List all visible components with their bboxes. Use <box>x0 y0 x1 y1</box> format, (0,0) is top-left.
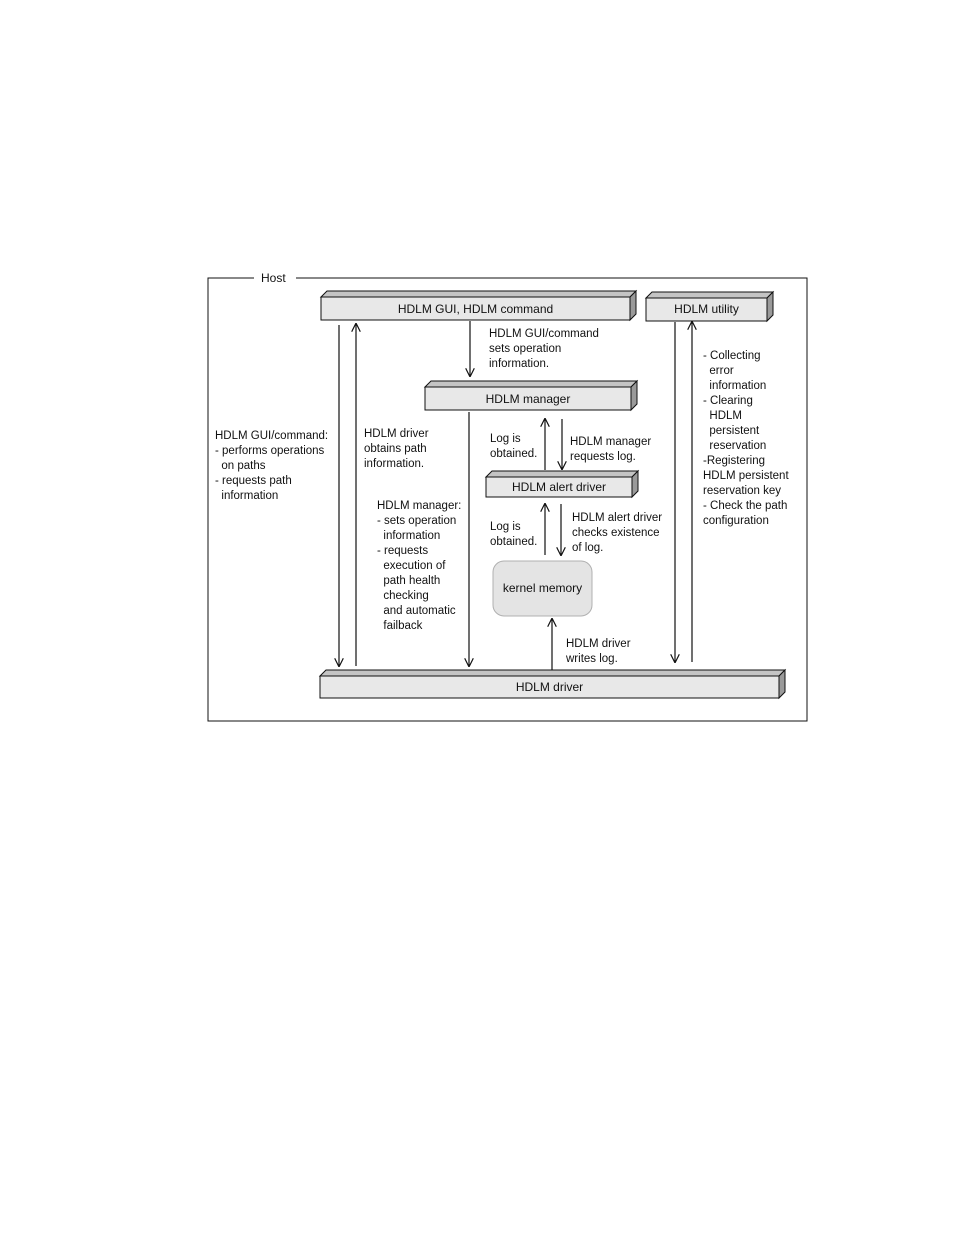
annotation-utility-actions-line-9: HDLM persistent <box>703 470 789 482</box>
annotation-gui-sets-op: HDLM GUI/command sets operation informatio… <box>489 328 599 370</box>
driver-label: HDLM driver <box>516 680 583 694</box>
annotation-gui-sets-op-line-1: HDLM GUI/command <box>489 328 599 340</box>
annotation-utility-actions-line-11: - Check the path <box>703 500 787 512</box>
annotation-log-obtained-1: Log is obtained. <box>490 433 537 460</box>
annotation-driver-obtains-line-3: information. <box>364 458 424 470</box>
annotation-utility-actions-line-2: error <box>703 365 734 377</box>
annotation-log-obtained-1-line-2: obtained. <box>490 448 537 460</box>
annotation-alert-checks-line-2: checks existence <box>572 527 660 539</box>
annotation-alert-checks-line-1: HDLM alert driver <box>572 512 662 524</box>
annotation-utility-actions-line-6: persistent <box>703 425 760 437</box>
annotation-log-obtained-2-line-1: Log is <box>490 521 521 533</box>
gui-command-label: HDLM GUI, HDLM command <box>398 302 553 316</box>
annotation-manager-actions-line-4: - requests <box>377 545 428 557</box>
annotation-alert-checks: HDLM alert driver checks existence of log. <box>572 512 662 554</box>
annotation-driver-writes: HDLM driver writes log. <box>565 638 631 665</box>
annotation-manager-actions-line-9: failback <box>377 620 423 632</box>
annotation-utility-actions-line-1: - Collecting <box>703 350 761 362</box>
annotation-manager-actions-line-2: - sets operation <box>377 515 456 527</box>
annotation-manager-requests-log: HDLM manager requests log. <box>570 436 651 463</box>
utility-box: HDLM utility <box>644 290 775 323</box>
annotation-log-obtained-2: Log is obtained. <box>490 521 537 548</box>
annotation-gui-performs-line-3: on paths <box>215 460 266 472</box>
annotation-manager-actions-line-3: information <box>377 530 440 542</box>
annotation-driver-writes-line-2: writes log. <box>565 653 618 665</box>
host-frame: Host <box>207 270 808 722</box>
kernel-memory-label: kernel memory <box>503 581 582 595</box>
annotation-gui-performs-line-1: HDLM GUI/command: <box>215 430 328 442</box>
annotation-utility-actions-line-4: - Clearing <box>703 395 753 407</box>
arrows <box>339 321 692 670</box>
annotation-manager-actions: HDLM manager: - sets operation informatio… <box>377 500 461 632</box>
annotation-utility-actions-line-5: HDLM <box>703 410 742 422</box>
annotation-gui-sets-op-line-2: sets operation <box>489 343 561 355</box>
annotation-manager-actions-line-5: execution of <box>377 560 446 572</box>
annotation-gui-performs: HDLM GUI/command: - performs operations o… <box>215 430 328 502</box>
annotation-manager-actions-line-7: checking <box>377 590 429 602</box>
annotation-log-obtained-1-line-1: Log is <box>490 433 521 445</box>
annotation-utility-actions-line-12: configuration <box>703 515 769 527</box>
annotation-utility-actions-line-3: information <box>703 380 766 392</box>
driver-box: HDLM driver <box>318 668 787 700</box>
annotation-manager-requests-log-line-2: requests log. <box>570 451 636 463</box>
annotation-utility-actions-line-8: -Registering <box>703 455 765 467</box>
annotation-driver-obtains: HDLM driver obtains path information. <box>364 428 429 470</box>
alert-driver-box: HDLM alert driver <box>484 469 640 499</box>
manager-box: HDLM manager <box>423 379 639 412</box>
annotation-gui-performs-line-4: - requests path <box>215 475 292 487</box>
annotation-manager-actions-line-8: and automatic <box>377 605 456 617</box>
annotation-driver-obtains-line-1: HDLM driver <box>364 428 429 440</box>
host-label: Host <box>261 271 286 285</box>
annotation-gui-performs-line-5: information <box>215 490 278 502</box>
annotation-manager-requests-log-line-1: HDLM manager <box>570 436 651 448</box>
annotation-alert-checks-line-3: of log. <box>572 542 603 554</box>
kernel-memory-box: kernel memory <box>492 560 593 617</box>
annotation-utility-actions-line-7: reservation <box>703 440 766 452</box>
annotation-driver-obtains-line-2: obtains path <box>364 443 427 455</box>
annotation-manager-actions-line-6: path health <box>377 575 440 587</box>
utility-label: HDLM utility <box>674 302 739 316</box>
annotation-utility-actions: - Collecting error information - Clearing… <box>703 350 789 527</box>
annotation-gui-sets-op-line-3: information. <box>489 358 549 370</box>
annotation-manager-actions-line-1: HDLM manager: <box>377 500 461 512</box>
annotation-utility-actions-line-10: reservation key <box>703 485 781 497</box>
alert-driver-label: HDLM alert driver <box>512 480 606 494</box>
annotation-log-obtained-2-line-2: obtained. <box>490 536 537 548</box>
annotation-driver-writes-line-1: HDLM driver <box>566 638 631 650</box>
manager-label: HDLM manager <box>486 392 571 406</box>
annotation-gui-performs-line-2: - performs operations <box>215 445 325 457</box>
gui-command-box: HDLM GUI, HDLM command <box>319 289 638 322</box>
